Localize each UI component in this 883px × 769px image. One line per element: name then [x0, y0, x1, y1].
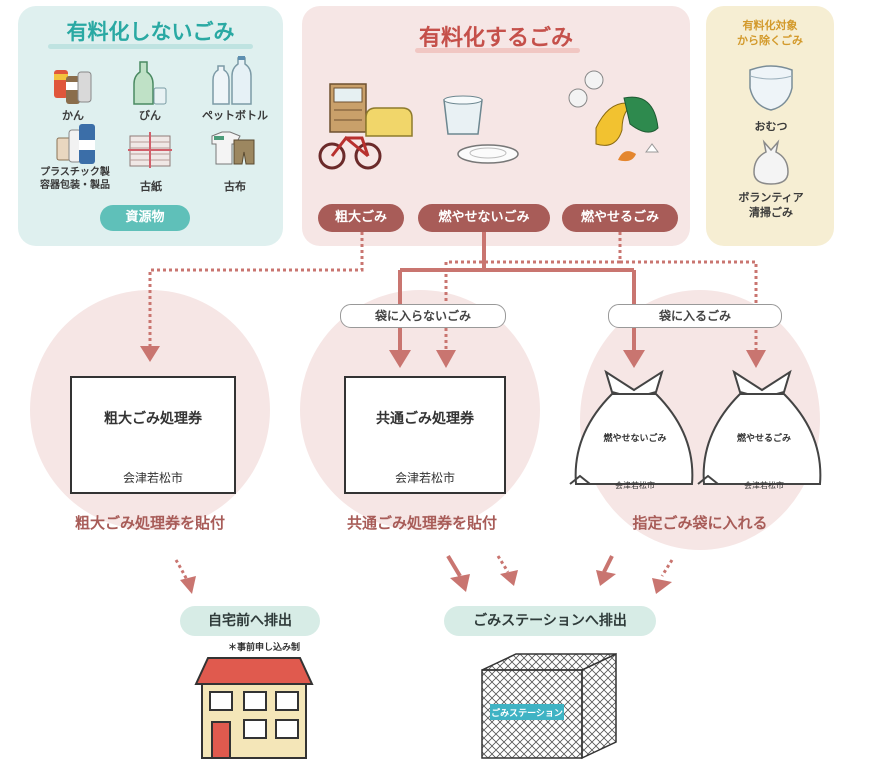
advance-application-note: ＊事前申し込み制: [228, 643, 301, 653]
destination-home: 自宅前へ排出: [180, 606, 320, 636]
pet-bottle-icon: [212, 56, 252, 105]
item-label-old-paper: 古紙: [140, 180, 162, 193]
can-icon: [54, 70, 92, 104]
ticket-city: 会津若松市: [122, 471, 183, 485]
item-label-volunteer: ボランティア 清掃ごみ: [716, 190, 826, 220]
item-label-can: かん: [62, 109, 84, 122]
non-charged-waste-title: 有料化しないごみ: [66, 20, 235, 44]
title-underline: [415, 48, 580, 53]
ticket-city: 会津若松市: [394, 471, 455, 485]
resources-pill: 資源物: [100, 205, 190, 231]
label-not-fit-in-bag: 袋に入らないごみ: [340, 304, 506, 328]
category-bulky-waste: 粗大ごみ: [318, 204, 404, 232]
action-attach-bulky-ticket: 粗大ごみ処理券を貼付: [74, 514, 225, 532]
item-label-old-clothes: 古布: [224, 180, 246, 193]
non-burnable-items-icon: [443, 95, 519, 164]
furniture-bicycle-icon: [318, 83, 413, 170]
item-label-pet-bottle: ペットボトル: [202, 109, 268, 122]
bag-label-burnable: 燃やせるごみ: [736, 434, 791, 444]
plastic-label-line-1: プラスチック製: [40, 167, 110, 178]
old-paper-icon: [128, 132, 172, 168]
old-clothes-icon: [211, 131, 255, 165]
item-label-diaper: おむつ: [754, 120, 788, 133]
plastic-container-icon: [56, 124, 95, 164]
garbage-station-icon: [481, 652, 617, 760]
destination-station: ごみステーションへ排出: [444, 606, 656, 636]
bulky-waste-ticket: 粗大ごみ処理券 会津若松市: [70, 376, 236, 494]
item-label-plastic: プラスチック製 容器包装・製品: [30, 166, 120, 192]
bag-label-non-burnable: 燃やせないごみ: [603, 434, 667, 444]
label-fits-in-bag: 袋に入るごみ: [608, 304, 782, 328]
bag-city: 会津若松市: [615, 481, 655, 490]
item-label-bottle: びん: [139, 109, 161, 122]
garbage-bag-icon: [697, 369, 822, 485]
bag-city: 会津若松市: [744, 481, 784, 490]
ticket-title: 粗大ごみ処理券: [104, 411, 202, 427]
volunteer-label-line-1: ボランティア: [738, 191, 804, 204]
volunteer-label-line-2: 清掃ごみ: [749, 206, 793, 219]
ticket-title: 共通ごみ処理券: [376, 411, 474, 427]
charged-waste-title: 有料化するごみ: [418, 26, 573, 51]
title-underline: [48, 44, 253, 49]
action-put-in-designated-bag: 指定ごみ袋に入れる: [632, 514, 768, 532]
plastic-label-line-2: 容器包装・製品: [40, 180, 110, 191]
volunteer-bag-icon: [753, 139, 789, 185]
burnable-items-icon: [568, 70, 659, 162]
excluded-waste-panel: [706, 6, 834, 246]
category-non-burnable: 燃やせないごみ: [418, 204, 550, 232]
station-sign: ごみステーション: [491, 709, 563, 719]
diaper-icon: [749, 65, 793, 111]
garbage-bag-icon: [569, 369, 694, 485]
bottle-icon: [133, 61, 167, 105]
house-icon: [194, 657, 314, 759]
excluded-title-line-1: 有料化対象: [742, 19, 798, 32]
common-waste-ticket: 共通ごみ処理券 会津若松市: [344, 376, 506, 494]
action-attach-common-ticket: 共通ごみ処理券を貼付: [346, 514, 497, 532]
excluded-title-line-2: から除くごみ: [737, 34, 803, 47]
excluded-waste-title: 有料化対象 から除くごみ: [706, 18, 834, 48]
category-burnable: 燃やせるごみ: [562, 204, 678, 232]
